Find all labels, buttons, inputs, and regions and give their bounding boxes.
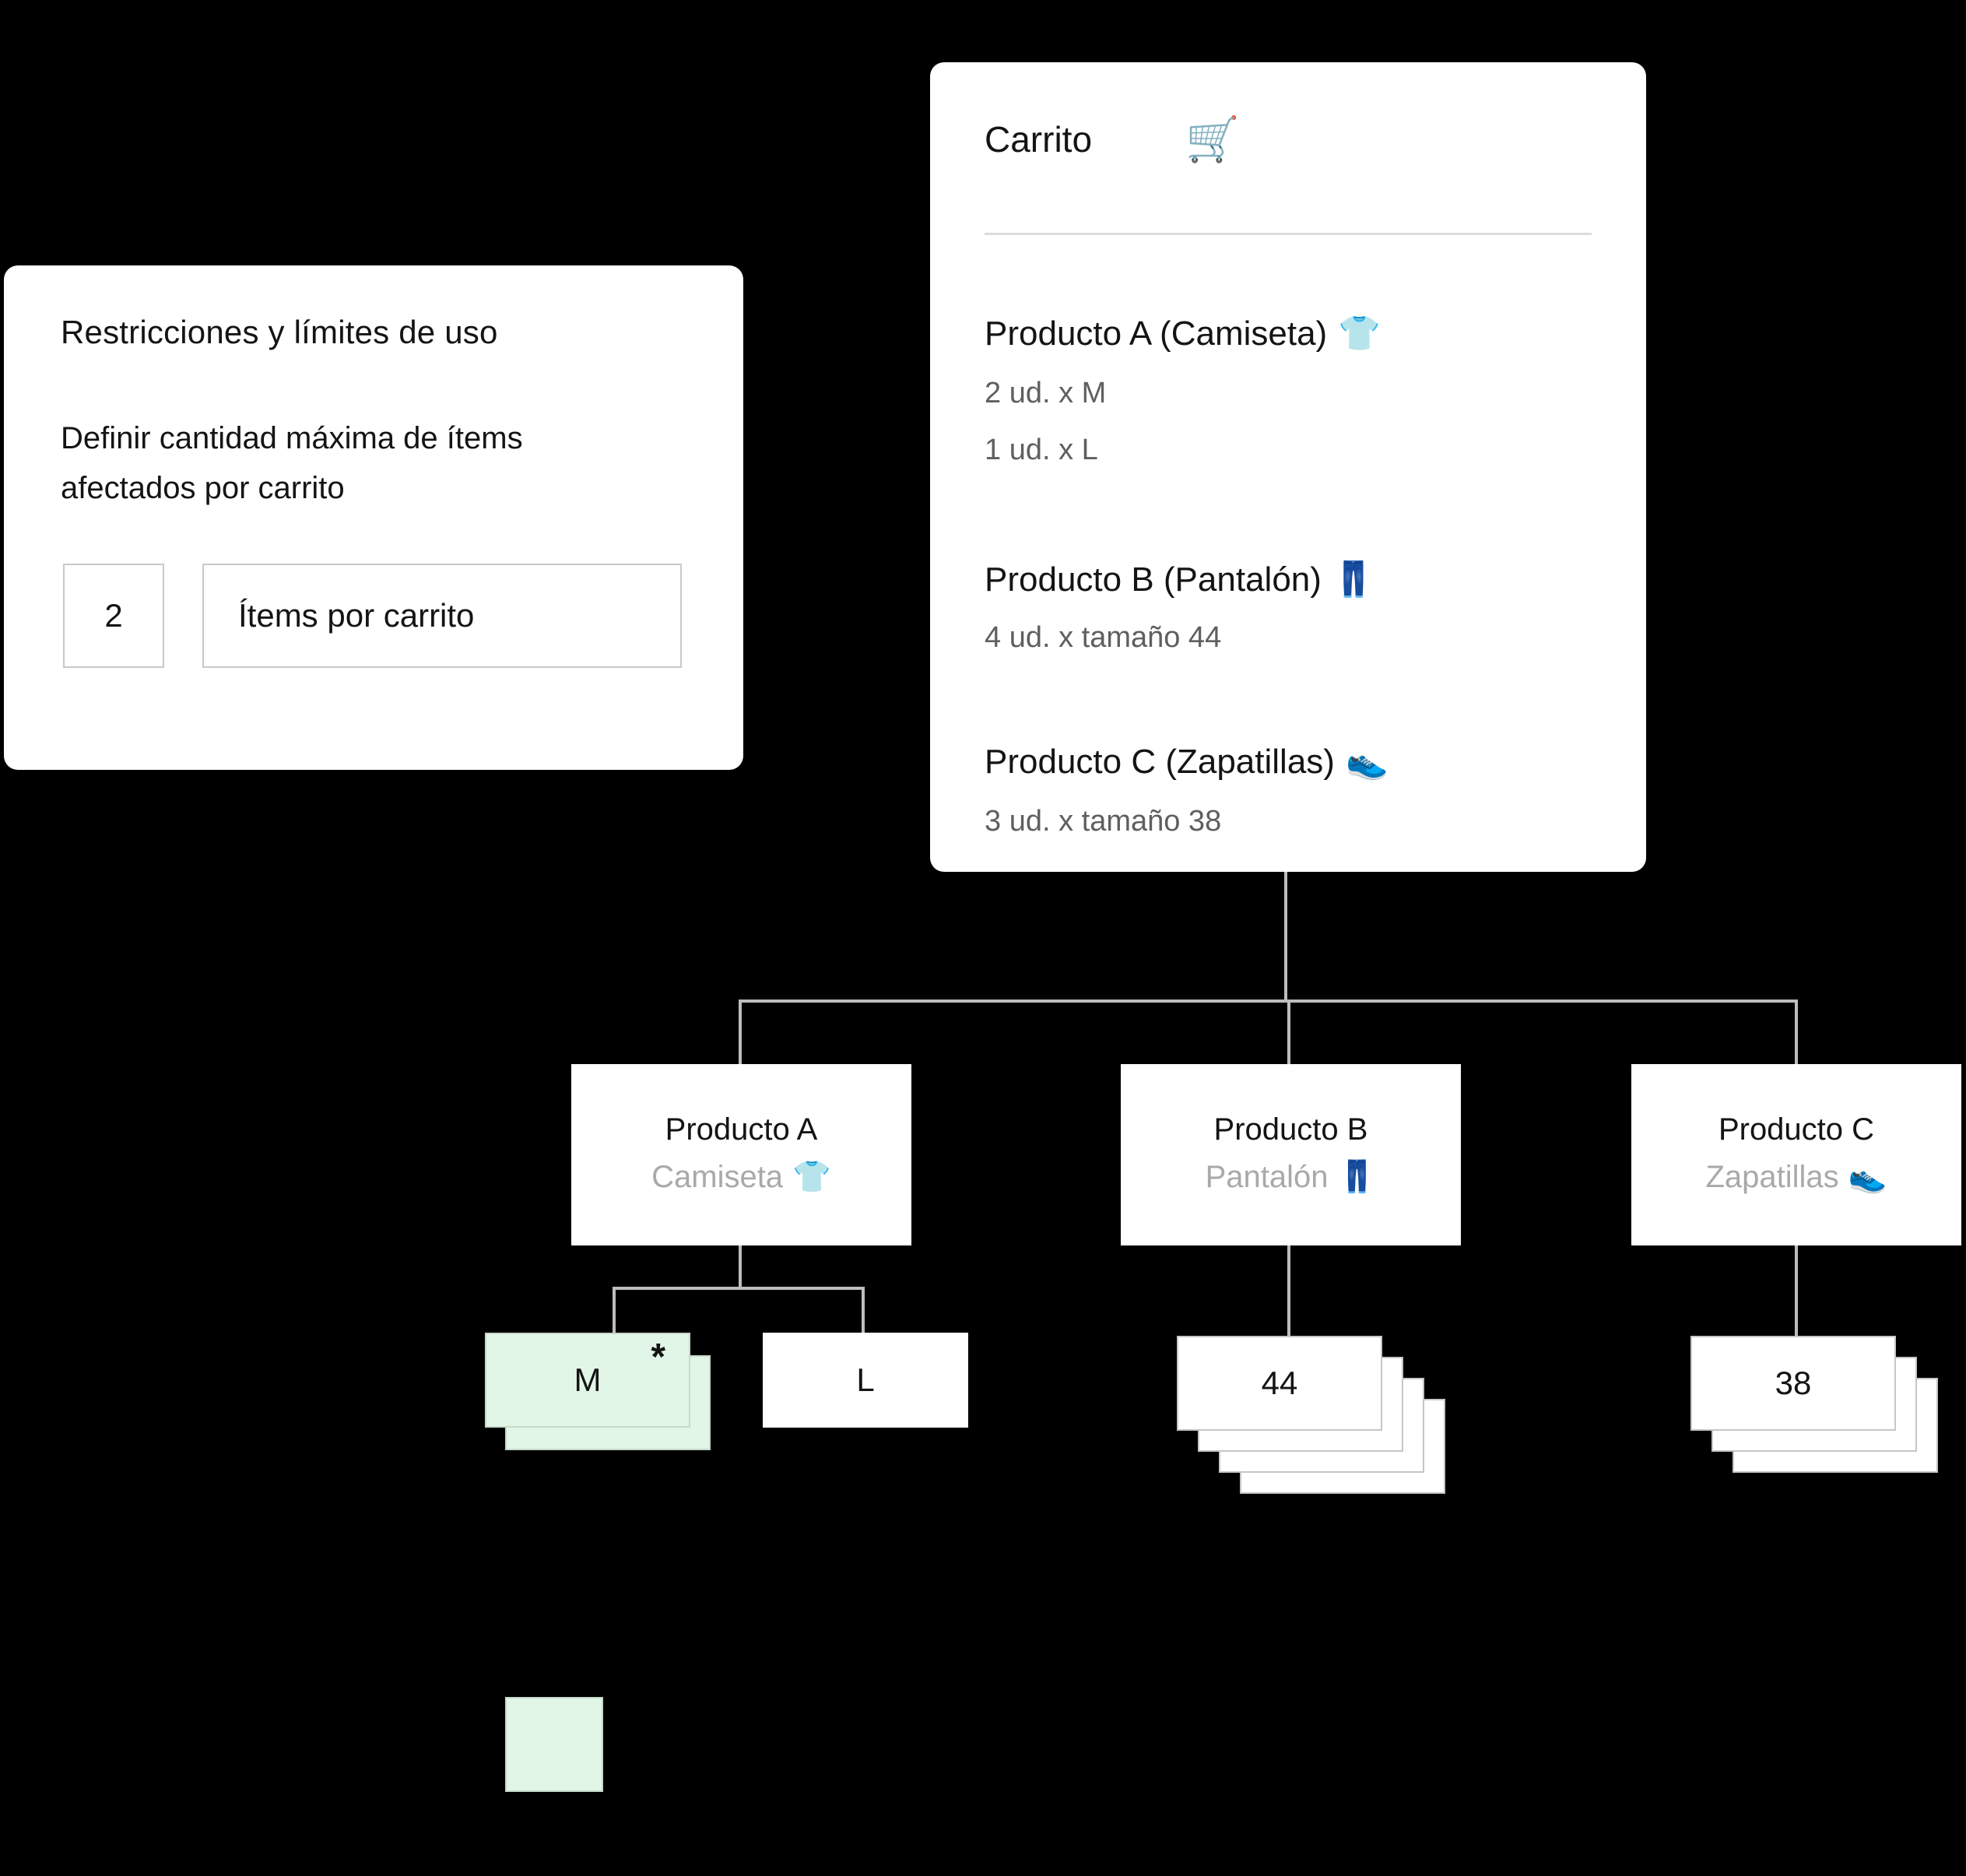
size-m-asterisk: * <box>651 1337 665 1378</box>
cart-item-a-line2: 1 ud. x L <box>985 434 1098 466</box>
shopping-cart-icon: 🛒 <box>1185 114 1240 163</box>
restrictions-description-line1: Definir cantidad máxima de ítems <box>61 421 523 455</box>
size-m-label: M <box>574 1361 602 1398</box>
jeans-icon: 👖 <box>1332 560 1375 599</box>
product-a-subtitle-text: Camiseta <box>651 1160 784 1194</box>
tshirt-icon: 👕 <box>792 1160 831 1194</box>
legend-highlight-swatch <box>505 1697 603 1792</box>
tshirt-icon: 👕 <box>1338 314 1381 353</box>
cart-item-b-line1: 4 ud. x tamaño 44 <box>985 621 1222 654</box>
cart-title: Carrito <box>985 119 1093 160</box>
product-b-title: Producto B <box>1213 1112 1368 1147</box>
cart-item-b-title: Producto B (Pantalón) 👖 <box>985 559 1375 599</box>
restrictions-description: Definir cantidad máxima de ítems afectad… <box>61 413 523 513</box>
connector-product-a-down <box>739 1245 742 1289</box>
product-b-subtitle-text: Pantalón <box>1205 1160 1329 1194</box>
sneaker-icon: 👟 <box>1848 1160 1887 1194</box>
size-l-label: L <box>856 1361 875 1398</box>
connector-product-c-down <box>1795 1245 1798 1337</box>
connector-drop-size-m <box>613 1287 616 1335</box>
cart-item-c-title: Producto C (Zapatillas) 👟 <box>985 741 1388 782</box>
size-44-label: 44 <box>1261 1365 1298 1401</box>
sneaker-icon: 👟 <box>1345 743 1388 781</box>
cart-item-c-name: Producto C (Zapatillas) <box>985 743 1335 781</box>
cart-item-a-line1: 2 ud. x M <box>985 377 1107 409</box>
items-per-cart-label-field[interactable]: Ítems por carrito <box>202 564 682 668</box>
product-a-subtitle: Camiseta👕 <box>651 1158 831 1195</box>
connector-main-horizontal <box>740 999 1798 1003</box>
size-m-box: M * <box>485 1333 690 1428</box>
connector-drop-product-a <box>739 999 742 1066</box>
size-38-label: 38 <box>1775 1365 1812 1401</box>
cart-divider <box>985 233 1592 235</box>
connector-drop-product-c <box>1795 999 1798 1066</box>
size-l-box: L <box>763 1333 968 1428</box>
connector-drop-product-b <box>1287 999 1290 1066</box>
product-a-box: Producto A Camiseta👕 <box>571 1064 911 1245</box>
cart-item-a-title: Producto A (Camiseta) 👕 <box>985 313 1381 353</box>
connector-ml-horizontal <box>613 1287 865 1290</box>
product-c-title: Producto C <box>1718 1112 1875 1147</box>
product-c-subtitle-text: Zapatillas <box>1705 1160 1839 1194</box>
cart-header: Carrito 🛒 <box>985 114 1240 165</box>
jeans-icon: 👖 <box>1337 1160 1377 1194</box>
size-44-box: 44 <box>1177 1336 1382 1431</box>
restrictions-card: Restricciones y límites de uso Definir c… <box>4 265 743 770</box>
product-c-box: Producto C Zapatillas 👟 <box>1631 1064 1961 1245</box>
cart-card: Carrito 🛒 Producto A (Camiseta) 👕 2 ud. x… <box>930 62 1646 872</box>
connector-cart-down <box>1284 872 1287 1002</box>
cart-item-a-name: Producto A (Camiseta) <box>985 314 1328 353</box>
cart-item-c-line1: 3 ud. x tamaño 38 <box>985 805 1222 838</box>
size-38-box: 38 <box>1690 1336 1896 1431</box>
product-c-subtitle: Zapatillas 👟 <box>1705 1158 1887 1195</box>
product-b-subtitle: Pantalón👖 <box>1206 1158 1377 1195</box>
product-a-title: Producto A <box>665 1112 818 1147</box>
connector-drop-size-l <box>862 1287 865 1335</box>
cart-item-b-name: Producto B (Pantalón) <box>985 560 1322 599</box>
restrictions-description-line2: afectados por carrito <box>61 471 345 505</box>
restrictions-title: Restricciones y límites de uso <box>61 314 498 350</box>
items-per-cart-quantity-input[interactable]: 2 <box>63 564 164 668</box>
connector-product-b-down <box>1287 1245 1290 1337</box>
product-b-box: Producto B Pantalón👖 <box>1121 1064 1461 1245</box>
